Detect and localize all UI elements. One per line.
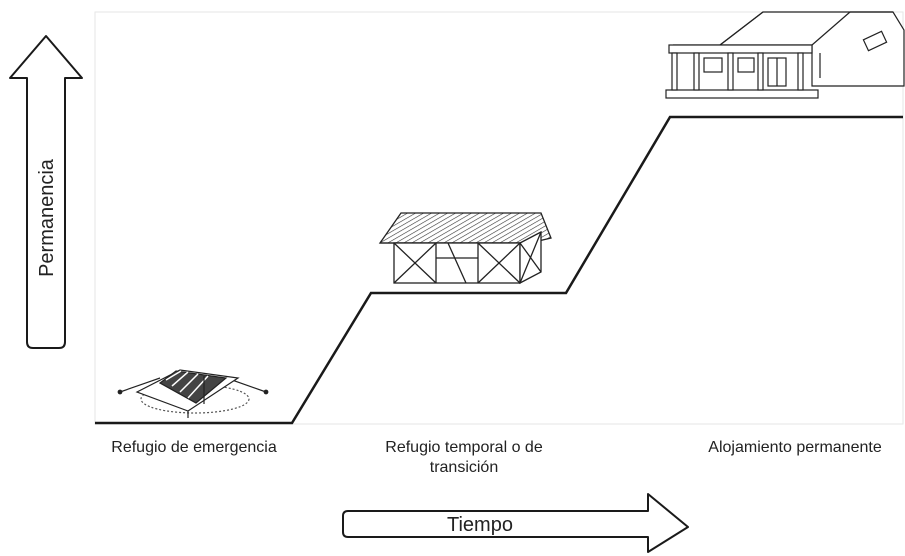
permanence-axis-label: Permanencia xyxy=(36,158,58,277)
time-axis-arrow: Tiempo xyxy=(342,493,689,553)
tent-icon xyxy=(117,369,269,418)
stage-label-emergency-shelter: Refugio de emergencia xyxy=(111,439,277,456)
permanence-axis-arrow: Permanencia xyxy=(9,35,83,349)
time-axis-label: Tiempo xyxy=(447,514,513,536)
permanent-house-icon xyxy=(665,11,905,99)
stage-label-permanent-housing: Alojamiento permanente xyxy=(708,439,882,456)
plot-frame xyxy=(94,11,904,425)
temporary-house-icon xyxy=(378,212,552,285)
stage-label-transitional-shelter: Refugio temporal o de transición xyxy=(385,439,543,476)
progression-step-line xyxy=(95,115,903,425)
